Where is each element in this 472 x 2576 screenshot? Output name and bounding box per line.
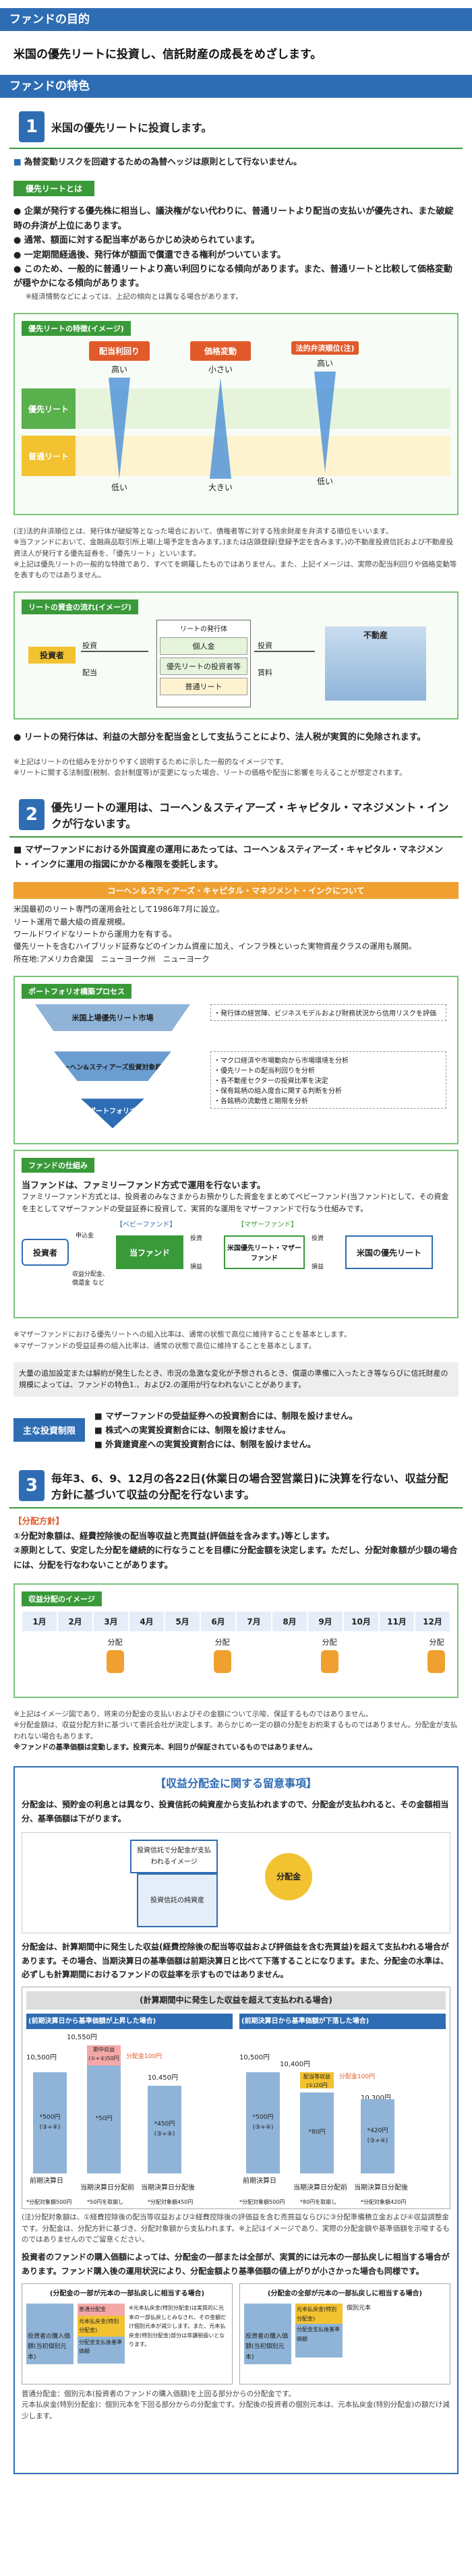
flow-title: リートの資金の流れ(イメージ) bbox=[22, 599, 138, 615]
f2-lead: ■ マザーファンドにおける外国資産の運用にあたっては、コーヘン＆スティアーズ・キ… bbox=[13, 845, 443, 871]
dist-notes: ※上記はイメージ図であり、将来の分配金の支払いおよびその金額について示唆、保証す… bbox=[13, 1710, 458, 1751]
distribution-notice: 【収益分配金に関する留意事項】 分配金は、預貯金の利息とは異なり、投資信託の純資… bbox=[13, 1766, 459, 2475]
feature-3-number: 3 bbox=[19, 1469, 45, 1501]
dist-policy: 【分配方針】 ①分配対象額は、経費控除後の配当等収益と売買益(評価益を含みます。… bbox=[13, 1515, 458, 1571]
month-11: 11月 bbox=[380, 1612, 414, 1632]
flow-investor: 投資者 bbox=[28, 647, 76, 664]
right-case: (前期決算日から基準価額が下落した場合) 10,500円 10,400円 *50… bbox=[239, 2013, 446, 2207]
month-9: 9月 bbox=[308, 1612, 343, 1632]
mechanism-body: ファミリーファンド方式とは、投資者のみなさまからお預かりした資金をまとめてベビー… bbox=[22, 1192, 449, 1213]
excess-dist-charts: (計算期間中に発生した収益を超えて支払われる場合) (前期決算日から基準価額が上… bbox=[22, 1987, 450, 2210]
feature-2-number: 2 bbox=[19, 799, 45, 831]
month-4: 4月 bbox=[129, 1612, 164, 1632]
feature-chart: 優先リート 普通リート 配当利回り 高い 低い 価格変動 小さい 大きい 法的弁… bbox=[22, 341, 450, 510]
left-case: (前期決算日から基準価額が上昇した場合) 10,500円 10,550円 *50… bbox=[26, 2013, 233, 2207]
feature-2-header: 2 優先リートの運用は、コーヘン＆スティアーズ・キャピタル・マネジメント・インク… bbox=[9, 793, 463, 838]
feature-1-title: 米国の優先リートに投資します。 bbox=[51, 121, 212, 134]
flow-realestate: 不動産 bbox=[325, 626, 426, 701]
row-common: 普通リート bbox=[22, 436, 76, 477]
hedge-note: ■ 為替変動リスクを回避するための為替ヘッジは原則として行ないません。 bbox=[13, 156, 302, 167]
preferred-reit-bullets: ● 企業が発行する優先株に相当し、議決権がない代わりに、普通リートより配当の支払… bbox=[0, 199, 472, 308]
bullet-4-note: ※経済情勢などによっては、上記の傾向とは異なる場合があります。 bbox=[26, 292, 243, 301]
notice-illustration: 投資信託で分配金が支払われるイメージ 分配金 投資信託の純資産 bbox=[22, 1832, 450, 1934]
month-5: 5月 bbox=[165, 1612, 200, 1632]
f1-notes: (注)法的弁済順位とは、発行体が破綻等となった場合において、債権者等に対する残余… bbox=[13, 527, 457, 580]
month-8: 8月 bbox=[272, 1612, 307, 1632]
manager-bar: コーヘン＆スティアーズ・キャピタル・マネジメント・インクについて bbox=[13, 882, 459, 900]
manager-about: 米国最初のリート専門の運用会社として1986年7月に設立。リート運用で最大級の資… bbox=[13, 904, 417, 964]
mechanism-title: ファンドの仕組み bbox=[22, 1158, 94, 1173]
month-7: 7月 bbox=[237, 1612, 271, 1632]
month-6: 6月 bbox=[201, 1612, 235, 1632]
purpose-heading: ファンドの目的 bbox=[0, 8, 472, 31]
distribution-row: 分配 分配 分配 分配 bbox=[22, 1631, 450, 1685]
image-box-title: 優先リートの特徴(イメージ) bbox=[22, 321, 131, 336]
bullet-1: ● 企業が発行する優先株に相当し、議決権がない代わりに、普通リートより配当の支払… bbox=[13, 206, 454, 231]
month-1: 1月 bbox=[22, 1612, 57, 1632]
col-1: 配当利回り 高い 低い bbox=[89, 341, 150, 493]
preferred-reit-tag: 優先リートとは bbox=[13, 181, 95, 197]
month-2: 2月 bbox=[58, 1612, 92, 1632]
feature-1-number: 1 bbox=[19, 111, 45, 142]
features-heading: ファンドの特色 bbox=[0, 75, 472, 98]
mechanism-box: ファンドの仕組み 当ファンドは、ファミリーファンド方式で運用を行ないます。 ファ… bbox=[13, 1150, 459, 1319]
notice-title: 【収益分配金に関する留意事項】 bbox=[154, 1777, 317, 1790]
bullet-3: ● 一定期間経過後、発行体が額面で償還できる権利がついています。 bbox=[13, 250, 286, 260]
feature-3-header: 3 毎年3、6、9、12月の各22日(休業日の場合翌営業日)に決算を行ない、収益… bbox=[9, 1464, 463, 1509]
purpose-lead: 米国の優先リートに投資し、信託財産の成長をめざします。 bbox=[13, 48, 322, 61]
process-box: ポートフォリオ構築プロセス 米国上場優先リート市場 コーヘン&スティアーズ投資対… bbox=[13, 976, 459, 1145]
preferred-reit-image-box: 優先リートの特徴(イメージ) 優先リート 普通リート 配当利回り 高い 低い 価… bbox=[13, 313, 459, 516]
investment-limits: 主な投資制限 ■ マザーファンドの受益証券への投資割合には、制限を設けません。 … bbox=[13, 1409, 459, 1452]
partial-refund: (分配金の一部が元本の一部払戻しに相当する場合) 投資者の購入価額(当初個別元本… bbox=[22, 2283, 233, 2384]
month-3: 3月 bbox=[94, 1612, 128, 1632]
bullet-2: ● 通常、額面に対する配当率があらかじめ決められています。 bbox=[13, 235, 260, 246]
distribution-marker: 分配 bbox=[423, 1637, 450, 1676]
reit-flow-box: リートの資金の流れ(イメージ) 投資者 投資 配当 リートの発行体 個人金 優先… bbox=[13, 591, 459, 720]
feature-1-header: 1 米国の優先リートに投資します。 bbox=[9, 106, 463, 149]
tax-subnotes: ※上記はリートの仕組みを分かりやすく説明するために示した一般的なイメージです。※… bbox=[13, 757, 407, 777]
col-3: 法的弁済順位(注) 高い 低い bbox=[291, 341, 359, 487]
distribution-marker: 分配 bbox=[102, 1637, 129, 1676]
tax-note: ● リートの発行体は、利益の大部分を配当金として支払うことにより、法人税が実質的… bbox=[13, 732, 426, 743]
distribution-marker: 分配 bbox=[316, 1637, 343, 1676]
bullet-4: ● このため、一般的に普通リートより高い利回りになる傾向があります。また、普通リ… bbox=[13, 264, 452, 289]
mechanism-diagram: 【ベビーファンド】 【マザーファンド】 投資者 申込金 収益分配金、償還金 など… bbox=[22, 1219, 450, 1293]
row-preferred: 優先リート bbox=[22, 388, 76, 430]
foot-1: 普通分配金：個別元本(投資者のファンドの購入価額)を上回る部分からの分配金です。 bbox=[22, 2389, 296, 2398]
month-12: 12月 bbox=[415, 1612, 450, 1632]
mechanism-lead: 当ファンドは、ファミリーファンド方式で運用を行ないます。 bbox=[22, 1181, 266, 1192]
foot-2: 元本払戻金(特別分配金)：個別元本を下回る部分からの分配金です。分配後の投資者の… bbox=[22, 2401, 450, 2420]
notice-p3: 投資者のファンドの購入価額によっては、分配金の一部または全部が、実質的には元本の… bbox=[22, 2252, 450, 2276]
feature-2-title: 優先リートの運用は、コーヘン＆スティアーズ・キャピタル・マネジメント・インクが行… bbox=[51, 801, 449, 831]
full-refund: (分配金の全部が元本の一部払戻しに相当する場合) 投資者の購入価額(当初個別元本… bbox=[239, 2283, 450, 2384]
dist-image-title: 収益分配のイメージ bbox=[22, 1591, 102, 1607]
notice-p1: 分配金は、預貯金の利息とは異なり、投資信託の純資産から支払われますので、分配金が… bbox=[22, 1800, 449, 1823]
process-funnel: 米国上場優先リート市場 コーヘン&スティアーズ投資対象銘柄 ポートフォリオ ・発… bbox=[22, 1004, 450, 1139]
process-title: ポートフォリオ構築プロセス bbox=[22, 984, 131, 999]
flow-diagram: 投資者 投資 配当 リートの発行体 個人金 優先リートの投資者等 普通リート 投… bbox=[22, 620, 450, 714]
notice-p2: 分配金は、計算期間中に発生した収益(経費控除後の配当等収益および評価益を含む売買… bbox=[22, 1942, 449, 1980]
month-10: 10月 bbox=[344, 1612, 378, 1632]
gray-note: 大量の追加設定または解約が発生したとき、市況の急激な変化が予想されるとき、償還の… bbox=[13, 1362, 459, 1397]
mechanism-notes: ※マザーファンドにおける優先リートへの組入比率は、通常の状態で高位に維持すること… bbox=[13, 1330, 351, 1350]
chart-note: (注)分配対象額は、①経費控除後の配当等収益および②経費控除後の評価益を含む売買… bbox=[22, 2213, 450, 2244]
distribution-marker: 分配 bbox=[209, 1637, 236, 1676]
col-2: 価格変動 小さい 大きい bbox=[190, 341, 251, 493]
flow-issuer: リートの発行体 個人金 優先リートの投資者等 普通リート bbox=[156, 620, 251, 708]
feature-3-title: 毎年3、6、9、12月の各22日(休業日の場合翌営業日)に決算を行ない、収益分配… bbox=[51, 1471, 448, 1501]
principal-refund-charts: (分配金の一部が元本の一部払戻しに相当する場合) 投資者の購入価額(当初個別元本… bbox=[22, 2283, 450, 2384]
